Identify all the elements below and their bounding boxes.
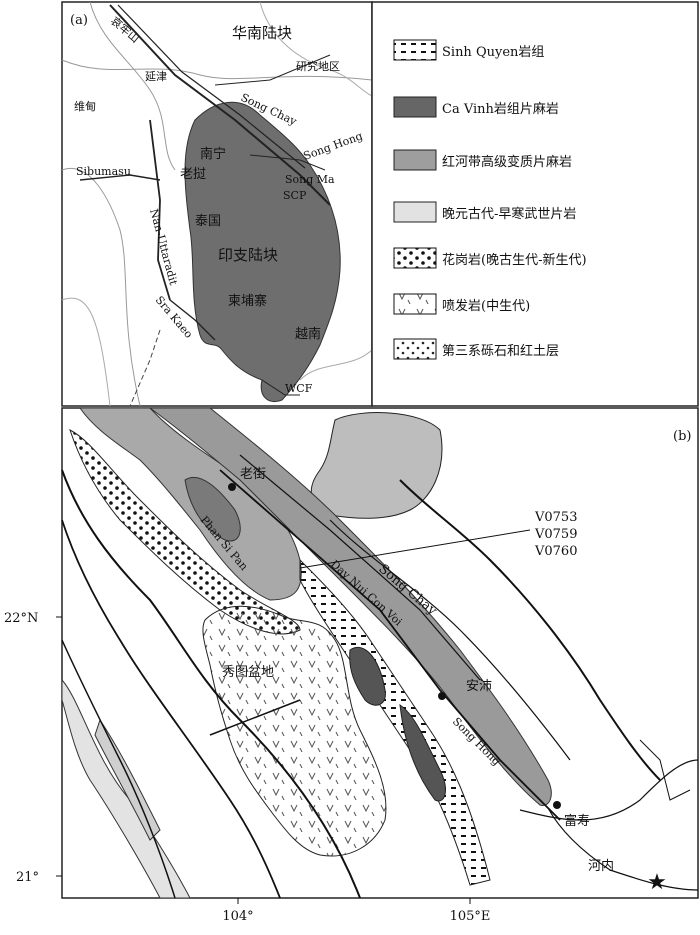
city-phu-tho-dot — [553, 801, 561, 809]
volcanic-basin — [202, 605, 387, 857]
label-basin: 秀图盆地 — [222, 665, 274, 680]
lat-label-22: 22°N — [4, 611, 38, 626]
legend-item-ca-vinh: Ca Vinh岩组片麻岩 — [393, 96, 559, 118]
label-nanning: 南宁 — [200, 146, 226, 162]
label-song-ma: Song Ma — [285, 173, 335, 186]
label-wcf: WCF — [285, 382, 313, 395]
label-laos: 老挝 — [180, 167, 206, 182]
city-yen-bai-dot — [438, 692, 446, 700]
label-yan-jin: 延津 — [145, 70, 167, 83]
svg-text:喷发岩(中生代): 喷发岩(中生代) — [442, 298, 530, 314]
svg-text:晚元古代-早寒武世片岩: 晚元古代-早寒武世片岩 — [442, 206, 576, 222]
svg-text:红河带高级变质片麻岩: 红河带高级变质片麻岩 — [442, 154, 572, 170]
svg-text:第三系砾石和红土层: 第三系砾石和红土层 — [442, 343, 559, 359]
label-indochina-block: 印支陆块 — [218, 246, 278, 264]
label-vietnam: 越南 — [295, 326, 321, 342]
axis-labels: 22°N 21° 104° 105°E — [4, 611, 490, 924]
label-scp: SCP — [283, 189, 307, 202]
star-icon: ★ — [647, 870, 667, 895]
svg-text:Sinh Quyen岩组: Sinh Quyen岩组 — [442, 45, 544, 60]
panel-a-label: (a) — [70, 13, 88, 28]
label-sibumasu: Sibumasu — [76, 165, 131, 178]
legend-item-schist: 晚元古代-早寒武世片岩 — [393, 201, 576, 223]
panel-a: (a) 华南陆块 研究地区 延津 维甸 南宁 老挝 泰国 印支陆块 柬埔寨 越南… — [61, 1, 373, 407]
schist-body-northeast — [310, 412, 443, 519]
svg-text:Ca Vinh岩组片麻岩: Ca Vinh岩组片麻岩 — [442, 102, 559, 117]
sample-v0760: V0760 — [534, 544, 577, 559]
legend-item-gravel: 第三系砾石和红土层 — [393, 338, 559, 360]
label-river-west: 维甸 — [74, 100, 96, 113]
sample-v0753: V0753 — [534, 510, 577, 525]
sample-v0759: V0759 — [534, 527, 577, 542]
lon-label-104: 104° — [222, 909, 253, 924]
label-thailand: 泰国 — [195, 214, 221, 229]
label-hanoi: 河内 — [588, 858, 614, 874]
panel-b: ★ (b) 老街 安沛 富寿 河内 秀图盆地 Phan Si Pan Song … — [61, 407, 699, 899]
label-study-area: 研究地区 — [296, 59, 340, 73]
panel-b-label: (b) — [673, 429, 691, 444]
label-lao-cai: 老街 — [240, 467, 266, 482]
red-river-belt-main — [148, 407, 552, 806]
lat-label-21: 21° — [16, 870, 39, 885]
city-lao-cai-dot — [228, 483, 236, 491]
label-south-china-block: 华南陆块 — [232, 24, 292, 42]
legend-item-volcanic: 喷发岩(中生代) — [393, 293, 530, 315]
label-cambodia: 柬埔寨 — [228, 293, 267, 309]
legend-item-granite: 花岗岩(晚古生代-新生代) — [393, 247, 587, 269]
legend-item-red-river-gneiss: 红河带高级变质片麻岩 — [393, 149, 572, 171]
svg-text:花岗岩(晚古生代-新生代): 花岗岩(晚古生代-新生代) — [442, 252, 587, 268]
legend: Sinh Quyen岩组 Ca Vinh岩组片麻岩 红河带高级变质片麻岩 晚元古… — [371, 1, 699, 407]
lon-label-105: 105°E — [450, 909, 491, 924]
label-yen-bai: 安沛 — [466, 679, 492, 694]
legend-item-sinh-quyen: Sinh Quyen岩组 — [393, 39, 544, 61]
label-phu-tho: 富寿 — [564, 813, 590, 829]
